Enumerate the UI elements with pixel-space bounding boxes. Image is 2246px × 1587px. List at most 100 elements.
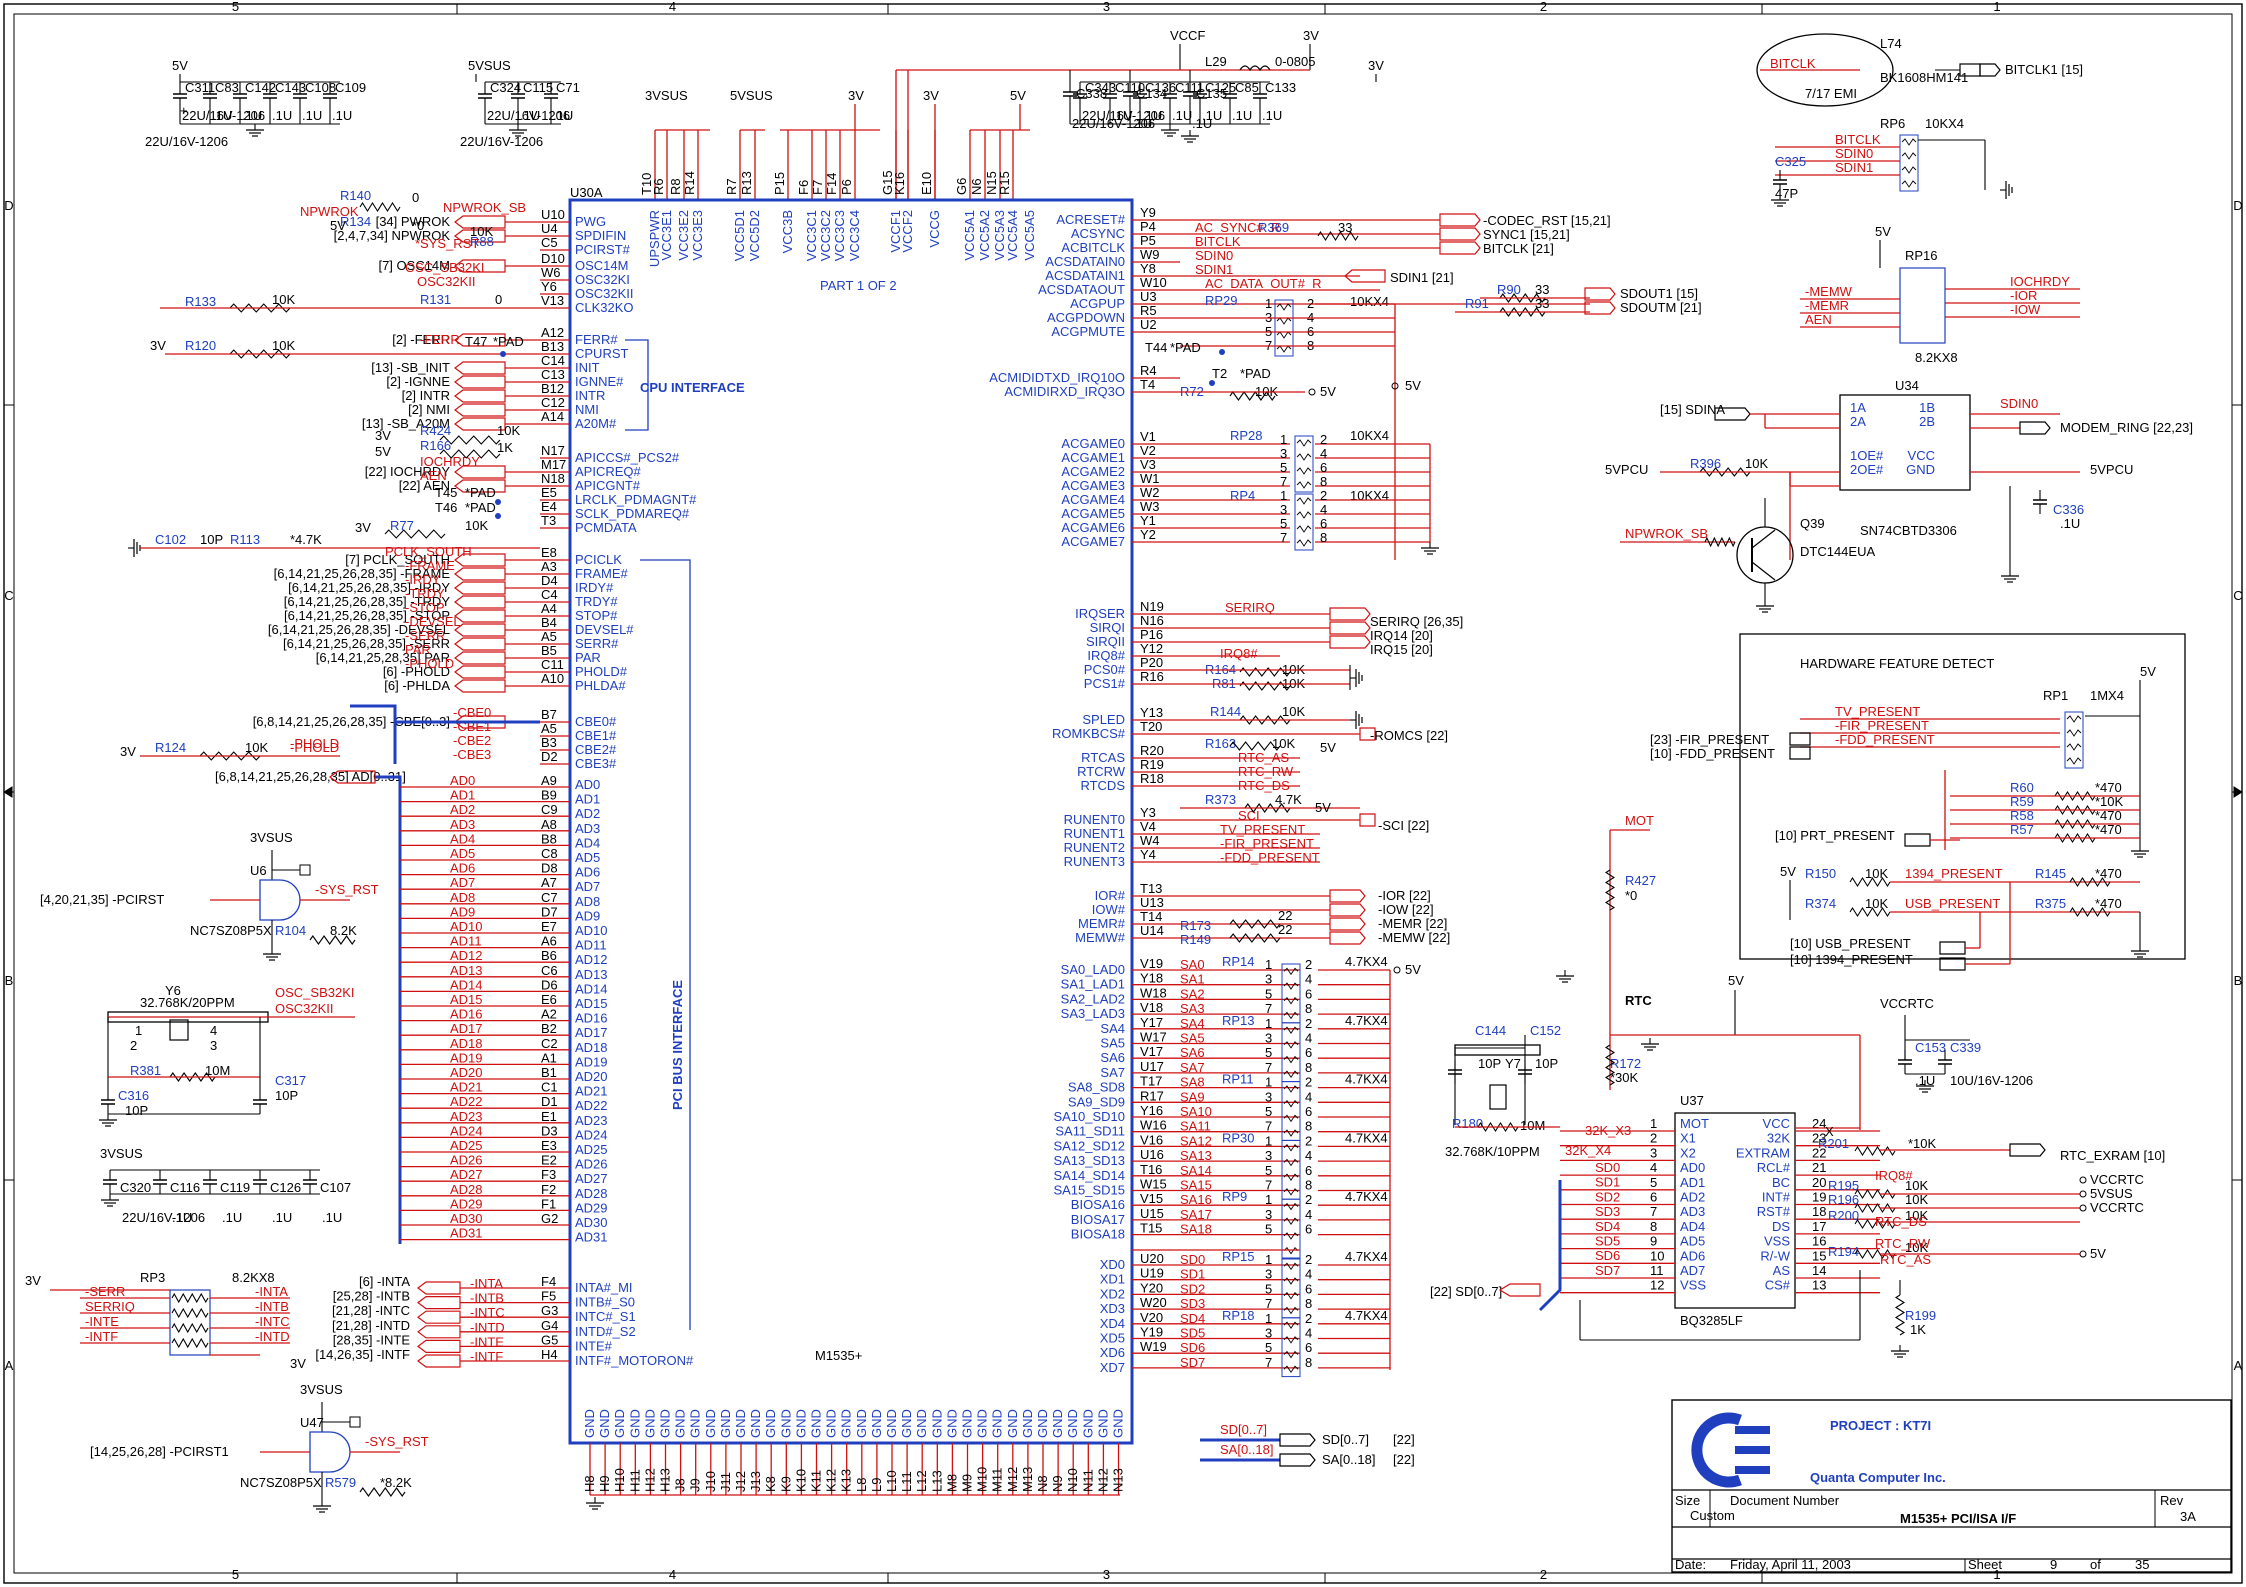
pin-name: XD5 — [1100, 1331, 1125, 1346]
ad-red-label: AD6 — [450, 861, 475, 876]
rail-label: 5V — [1405, 962, 1421, 977]
port-connector — [1279, 1453, 1316, 1467]
rp-pin: 1 — [1265, 1075, 1272, 1090]
pin-name: R/-W — [1760, 1248, 1790, 1263]
resistor-pack-element — [1283, 1365, 1299, 1374]
part-value: 10K — [1905, 1208, 1928, 1223]
ad-red-label: AD21 — [450, 1080, 483, 1095]
pin-number: G2 — [541, 1211, 558, 1226]
rail-label: 5VPCU — [2090, 462, 2133, 477]
rtc-sd-red-label: SD0 — [1595, 1160, 1620, 1175]
rp-pin: 7 — [1265, 1355, 1272, 1370]
pin-name: INTE# — [575, 1338, 613, 1353]
pin-number: R8 — [668, 178, 683, 195]
pin-name: INTA#_MI — [575, 1280, 633, 1295]
pin-name: SA13_SD13 — [1053, 1153, 1125, 1168]
rp-pin: 7 — [1265, 1119, 1272, 1134]
pin-number: 20 — [1812, 1175, 1826, 1190]
part-value: .1U — [2060, 516, 2080, 531]
rtc-sd-red-label: SD4 — [1595, 1219, 1620, 1234]
port-connector — [454, 567, 506, 581]
rail-label: 5VSUS — [730, 88, 773, 103]
port-connector — [454, 609, 506, 623]
pin-number: 13 — [1812, 1278, 1826, 1293]
net-label: [13] -SB_A20M — [362, 416, 450, 431]
border-arrow — [3, 786, 13, 798]
part-value: 10K — [1272, 736, 1295, 751]
cap-value: .1U — [520, 108, 540, 123]
resistor-symbol — [384, 529, 446, 539]
gate-pad — [299, 864, 311, 876]
pin-name: XD7 — [1100, 1360, 1125, 1375]
pin-number: 8 — [1650, 1219, 1657, 1234]
pin-number: P15 — [772, 172, 787, 195]
pin-number: Y6 — [541, 279, 557, 294]
pin-name: BIOSA16 — [1071, 1197, 1125, 1212]
rail-label: 5V — [1728, 973, 1744, 988]
pin-name: AD24 — [575, 1127, 608, 1142]
pin-name: AD2 — [575, 806, 600, 821]
int-red-label: -INTE — [470, 1334, 504, 1349]
part-ref: RP28 — [1230, 428, 1263, 443]
pin-number: V20 — [1140, 1310, 1163, 1325]
pin-name: ACSDATAIN1 — [1045, 268, 1125, 283]
red-net-label: -IRDY — [405, 572, 441, 587]
border-number: 5 — [232, 0, 239, 14]
pin-name: ACGAME1 — [1061, 450, 1125, 465]
pin-number: Y16 — [1140, 1103, 1163, 1118]
rail-label: 3V — [1303, 28, 1319, 43]
pin-number: N6 — [969, 178, 984, 195]
terminal — [1308, 388, 1316, 396]
pin-number: M13 — [1020, 1467, 1035, 1492]
pin-number: C13 — [541, 367, 565, 382]
pin-name: SA5 — [1100, 1036, 1125, 1051]
pin-number: M10 — [975, 1467, 990, 1492]
ad-red-label: AD13 — [450, 963, 483, 978]
right-red-label: SERIRQ — [1225, 600, 1275, 615]
sa-red-label: SA0 — [1180, 957, 1205, 972]
right-net-label: -SCI [22] — [1378, 818, 1429, 833]
chip-u30a — [568, 198, 1134, 1445]
part-ref: Y6 — [165, 983, 181, 998]
pin-number: V16 — [1140, 1132, 1163, 1147]
tb-label: Sheet — [1968, 1557, 2002, 1572]
pin-number: V19 — [1140, 956, 1163, 971]
rp-pin: 6 — [1305, 986, 1312, 1001]
resistor-symbol — [439, 449, 501, 459]
net-label: [6,8,14,21,25,26,28,35] AD[0..31] — [215, 769, 406, 784]
net-label: [2] -IGNNE — [386, 374, 450, 389]
part-value: 4.7KX4 — [1345, 1189, 1388, 1204]
rp16-right-label: -IOW — [2010, 302, 2041, 317]
pin-name: X2 — [1680, 1145, 1696, 1160]
pin-name: SA3_LAD3 — [1061, 1006, 1125, 1021]
net-label: 5V — [2090, 1246, 2106, 1261]
bracket — [640, 559, 691, 1330]
pin-name: ACMIDIDTXD_IRQ10O — [989, 370, 1125, 385]
pin-name: RCL# — [1757, 1160, 1791, 1175]
part-ref: Q39 — [1800, 516, 1825, 531]
emi-note: 7/17 EMI — [1805, 86, 1857, 101]
resistor-symbol — [359, 1487, 406, 1497]
pin-number: B7 — [541, 707, 557, 722]
part-value: *0 — [1625, 888, 1637, 903]
part-ref: R88 — [470, 234, 494, 249]
ad-red-label: AD28 — [450, 1182, 483, 1197]
rp-pin: 7 — [1280, 530, 1287, 545]
pin-name: INTD#_S2 — [575, 1324, 636, 1339]
rp16-left-label: -MEMR — [1805, 298, 1849, 313]
port-connector — [1979, 63, 2001, 77]
part-value: 4.7KX4 — [1345, 1308, 1388, 1323]
rp-pin: 5 — [1265, 1104, 1272, 1119]
pin-number: E1 — [541, 1109, 557, 1124]
pin-name: VSS — [1680, 1278, 1706, 1293]
power-pin-name: VCC3B — [780, 210, 795, 253]
rail-label: 3V — [848, 88, 864, 103]
rtc-sd-red-label: SD6 — [1595, 1248, 1620, 1263]
pin-number: W10 — [1140, 275, 1167, 290]
net-label: VCCRTC — [2090, 1200, 2144, 1215]
terminal — [2079, 1176, 2087, 1184]
part-value: 8.2KX8 — [232, 1270, 275, 1285]
rp-pin: 6 — [1320, 460, 1327, 475]
net-label: [7] PCLK_SOUTH — [345, 552, 450, 567]
pin-number: K11 — [809, 1470, 824, 1492]
